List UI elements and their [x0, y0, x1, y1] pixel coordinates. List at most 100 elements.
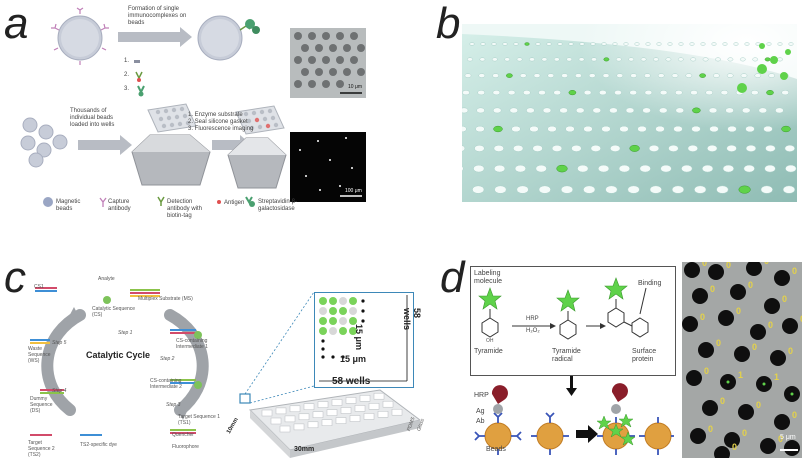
well: [561, 73, 568, 78]
star-icons: [478, 277, 628, 312]
scale-bar-bottom: 100 μm: [345, 188, 362, 194]
ellipsis-dot: [321, 347, 325, 351]
well: [768, 73, 775, 78]
well: [694, 185, 707, 194]
bead-with-antibodies-1: [51, 7, 109, 65]
well-green: [764, 57, 771, 62]
bead: [718, 310, 734, 326]
text-load: Thousands of individual beads loaded int…: [70, 108, 115, 128]
well: [513, 42, 519, 46]
well: [494, 185, 507, 194]
bead-count-label: 0: [782, 294, 787, 304]
well: [535, 42, 541, 46]
zoom-well: [339, 327, 347, 335]
well: [491, 57, 498, 62]
micrograph-wells-pattern: [294, 32, 365, 88]
fluorescence-image: [290, 132, 366, 202]
ellipsis-dot: [341, 355, 345, 359]
well: [644, 73, 651, 78]
zoom-well: [339, 307, 347, 315]
well: [788, 42, 794, 46]
well: [640, 57, 647, 62]
bead-count-label: 0: [726, 262, 731, 270]
bead: [774, 270, 790, 286]
label-target1: Target Sequence 1 (TS1): [178, 414, 220, 426]
label-ag: Ag: [476, 408, 485, 415]
label-fluorophore: Fluorophore: [172, 444, 199, 450]
chip-well: [382, 400, 394, 408]
microwell-chip: [239, 291, 422, 458]
bead: [708, 264, 724, 280]
zoom-well: [339, 317, 347, 325]
panel-b-illustration: [462, 24, 797, 202]
text-step-2: 2. Seal silicone gasket: [188, 119, 248, 125]
well: [743, 164, 755, 173]
well: [553, 90, 561, 96]
step-3: Step 3: [166, 402, 181, 408]
well: [708, 107, 718, 114]
well-green: [568, 90, 577, 96]
well: [623, 42, 629, 46]
well-green: [524, 42, 530, 46]
well: [583, 125, 593, 133]
chip-well: [349, 415, 361, 422]
well: [478, 73, 486, 78]
fluorescent-spot: [726, 380, 730, 384]
well: [655, 125, 665, 133]
bead-count-label: 0: [752, 342, 757, 352]
well: [727, 125, 737, 133]
bead: [684, 262, 700, 278]
step-5: Step 5: [52, 340, 67, 346]
bead-count-label: 0: [720, 396, 725, 406]
fluorescent-spot: [762, 382, 766, 386]
well: [700, 42, 706, 46]
well: [565, 125, 575, 133]
chip-well: [303, 403, 315, 410]
well: [551, 144, 563, 152]
text-formation: Formation of single immunocomplexes on b…: [128, 6, 187, 26]
well: [677, 57, 684, 62]
well: [777, 42, 783, 46]
bead: [784, 440, 800, 456]
dim-15um-h: 15 μm: [340, 354, 367, 364]
zoom-well: [319, 307, 327, 315]
bead-count-label: 0: [704, 366, 709, 376]
well: [592, 107, 602, 114]
catalytic-cycle-diagram: [30, 287, 209, 436]
bead: [764, 298, 780, 314]
well: [630, 73, 637, 78]
well: [601, 42, 607, 46]
well: [526, 107, 535, 114]
well: [660, 164, 672, 173]
well: [726, 73, 734, 78]
well: [727, 57, 734, 62]
well: [713, 73, 720, 78]
zoom-well: [319, 327, 327, 335]
well: [653, 57, 659, 62]
well: [690, 57, 697, 62]
chip-zoom-region: [239, 393, 251, 404]
chip-well: [298, 413, 310, 421]
well-green: [629, 144, 640, 152]
bead-count-label: 1: [774, 372, 779, 382]
ellipsis-dot: [361, 309, 365, 313]
well: [462, 125, 467, 133]
chip-well: [359, 395, 371, 402]
chip-well: [321, 419, 333, 426]
well: [464, 73, 472, 78]
well: [479, 57, 486, 62]
chip-well: [335, 417, 347, 424]
well: [502, 42, 508, 46]
zoom-well: [329, 297, 337, 305]
zoom-well: [329, 317, 337, 325]
well: [691, 125, 701, 133]
well: [625, 107, 635, 114]
well: [707, 144, 718, 152]
well: [583, 185, 596, 194]
chip-well: [391, 408, 403, 416]
well: [462, 145, 466, 152]
label-hrp: HRP: [474, 392, 489, 399]
panel-a: a: [0, 0, 400, 219]
well: [566, 57, 573, 62]
bead-count-label: 0: [702, 262, 707, 268]
